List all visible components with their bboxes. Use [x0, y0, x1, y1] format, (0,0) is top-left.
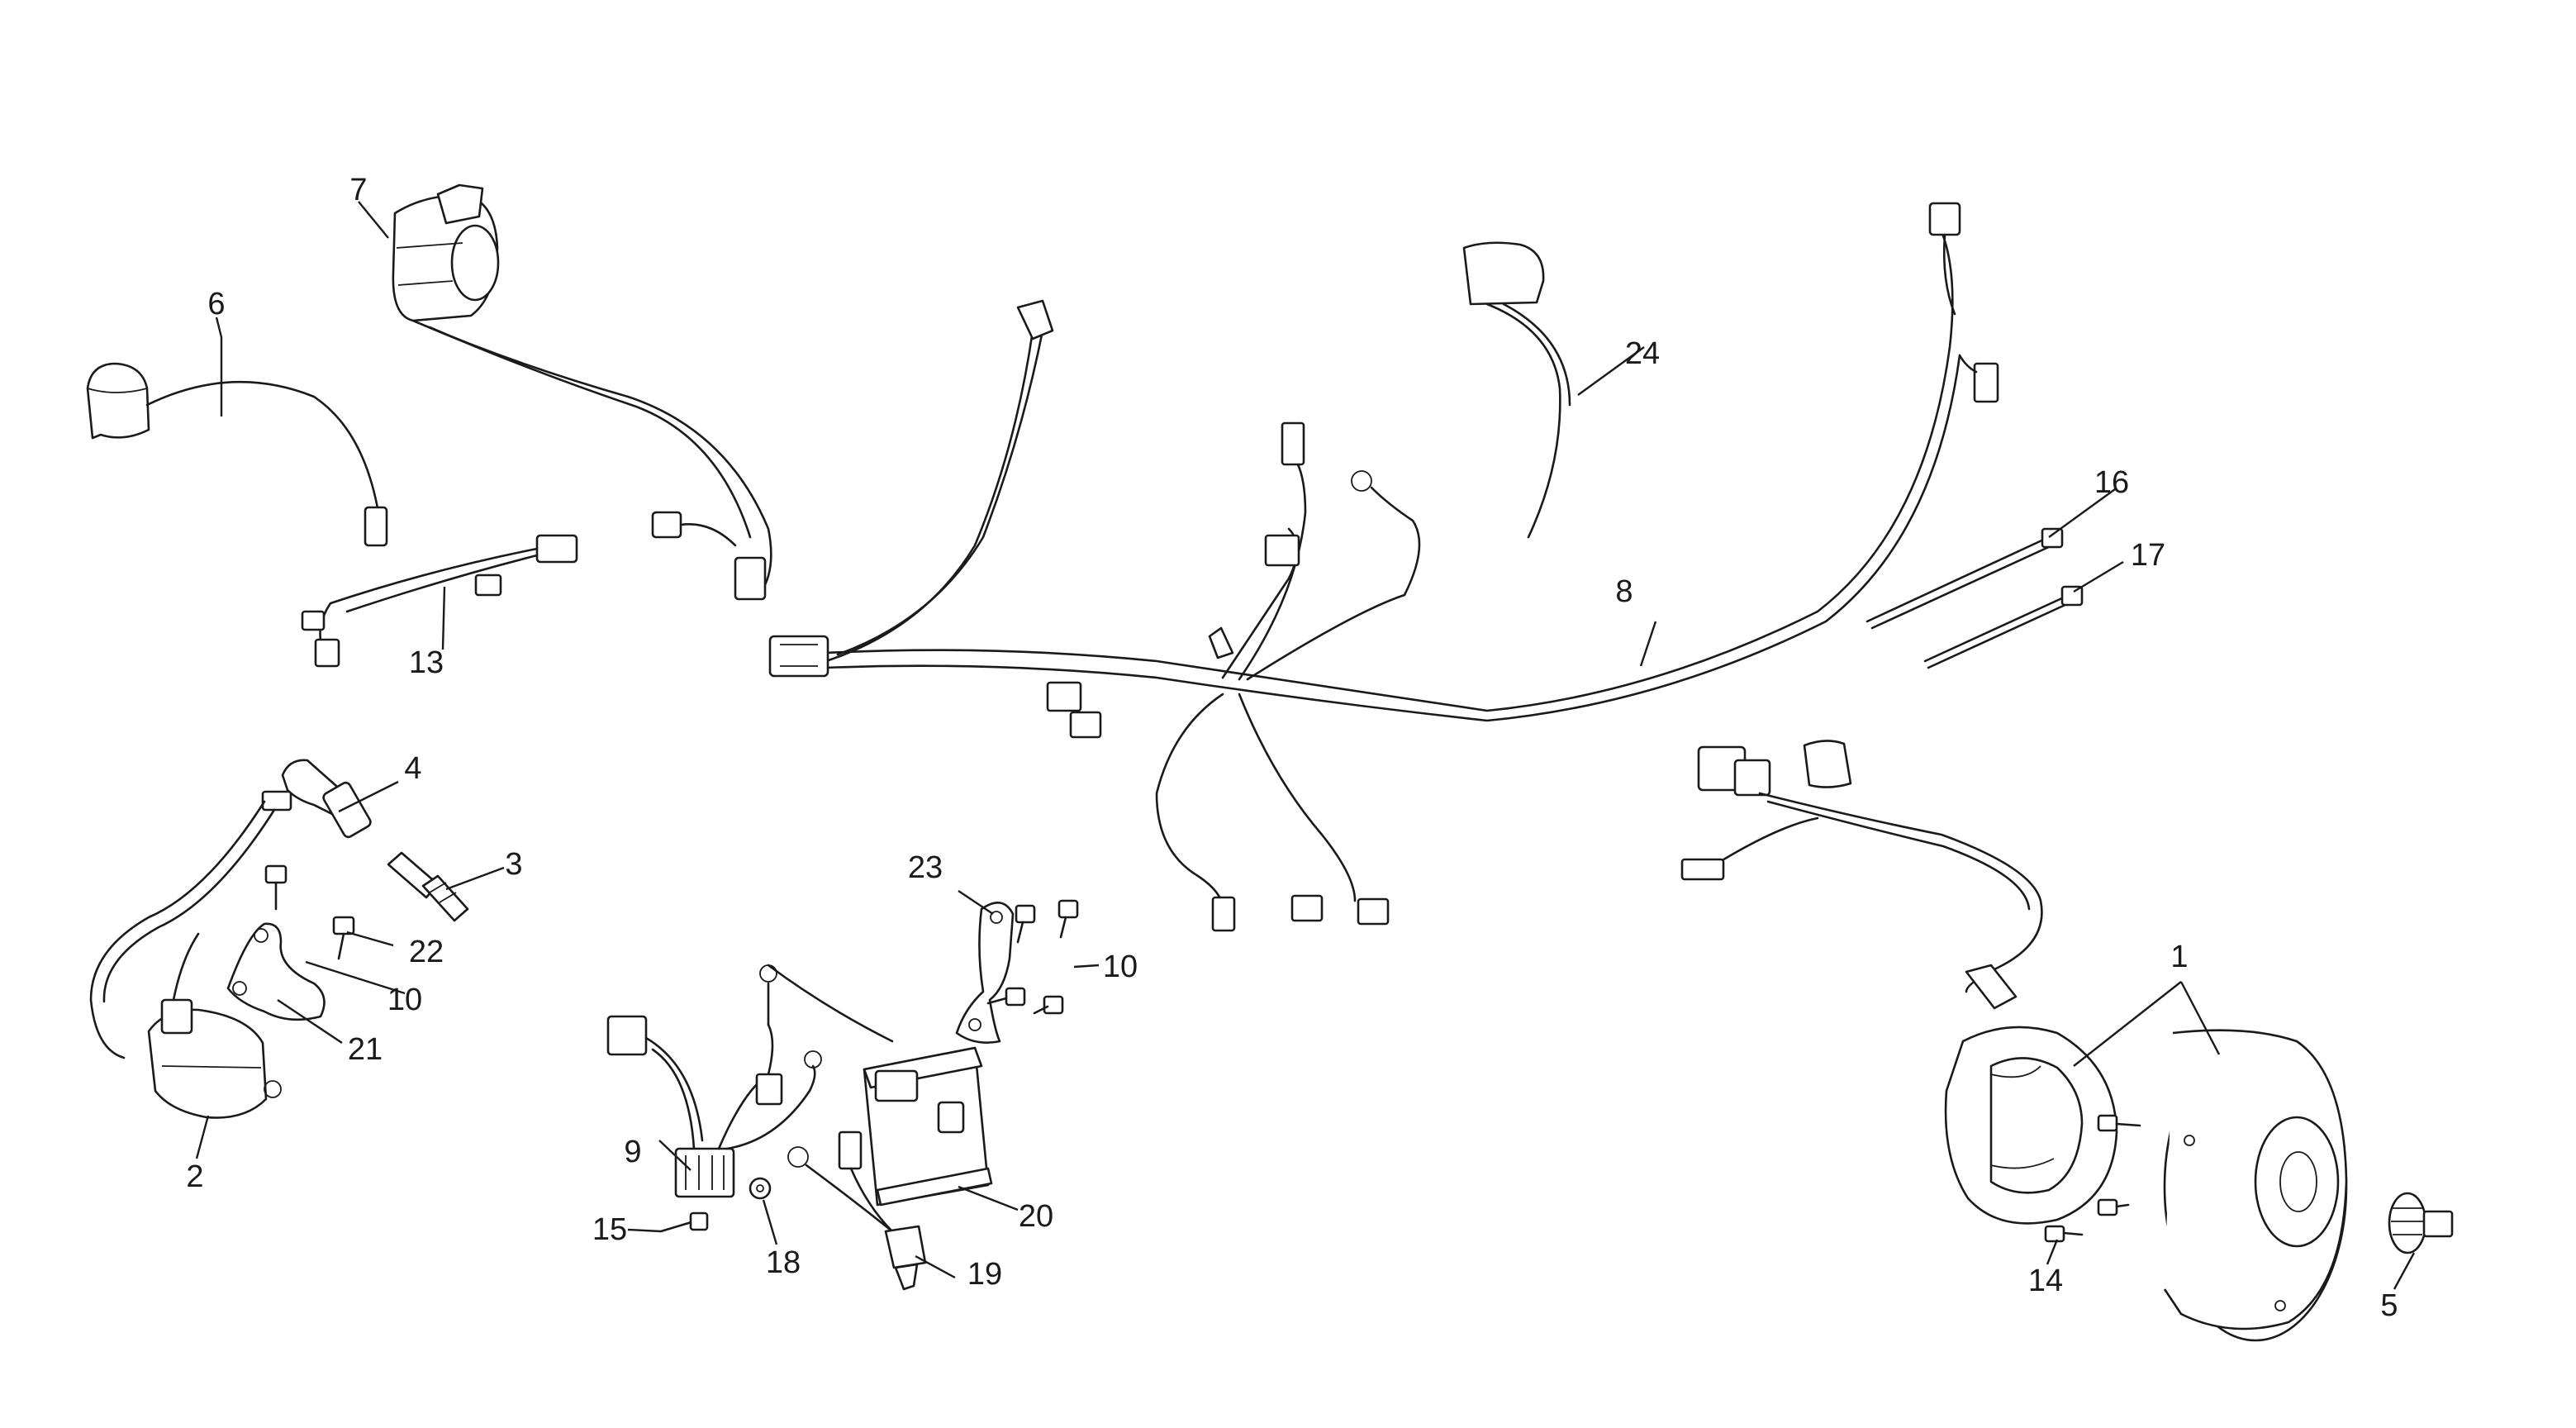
part-24-switch: [1462, 241, 1571, 539]
part-18-washer: [749, 1177, 772, 1200]
part-16-cable-tie: [1865, 527, 2064, 630]
callout-labels: 7 6 13 8 24 16 17 4 3 22 10 21 2 23 10 9…: [186, 173, 2398, 1323]
callout-8: 8: [1615, 574, 1633, 609]
callout-6: 6: [207, 287, 225, 321]
part-17-cable-tie: [1923, 585, 2084, 669]
callout-1: 1: [2170, 940, 2188, 974]
part-2-ignition-coil: [89, 800, 282, 1119]
callout-3: 3: [505, 847, 522, 882]
part-5-bolt: [2388, 1192, 2454, 1254]
callout-20: 20: [1019, 1199, 1053, 1234]
callout-10: 10: [387, 983, 422, 1017]
callout-23: 23: [908, 850, 943, 885]
part-8-main-harness: [768, 202, 1999, 932]
callout-10b: 10: [1103, 950, 1138, 984]
part-22-screw: [264, 864, 355, 960]
part-15-screw: [659, 1211, 709, 1233]
part-14-screws: [2044, 1114, 2141, 1243]
part-6-kill-button: [86, 362, 388, 547]
callout-9: 9: [624, 1135, 641, 1169]
callout-14: 14: [2028, 1264, 2063, 1298]
callout-7: 7: [349, 173, 367, 207]
part-7-handlebar-switch: [392, 183, 772, 601]
part-10-screws: [986, 899, 1079, 1015]
part-3-spark-plug: [387, 851, 469, 922]
callout-18: 18: [766, 1245, 801, 1280]
stator-harness: [1680, 740, 2043, 1010]
callout-17: 17: [2131, 538, 2165, 573]
leader-lines: [195, 201, 2416, 1290]
callout-21: 21: [348, 1032, 383, 1067]
part-1-stator-flywheel: [1944, 1026, 2348, 1342]
callout-2: 2: [186, 1159, 203, 1194]
callout-24: 24: [1625, 336, 1660, 371]
callout-15: 15: [592, 1212, 627, 1247]
part-13-sub-harness: [301, 534, 578, 668]
part-23-bracket: [955, 902, 1015, 1044]
part-20-cdi-unit: [767, 964, 993, 1207]
part-19-connector-lead: [787, 1130, 927, 1291]
callout-16: 16: [2094, 465, 2129, 500]
callout-5: 5: [2380, 1288, 2398, 1323]
callout-22: 22: [409, 935, 444, 969]
callout-4: 4: [404, 751, 421, 786]
callout-19: 19: [967, 1257, 1002, 1292]
callout-13: 13: [409, 645, 444, 680]
part-4-spark-plug-cap: [261, 759, 372, 839]
part-21-bracket: [226, 922, 326, 1021]
